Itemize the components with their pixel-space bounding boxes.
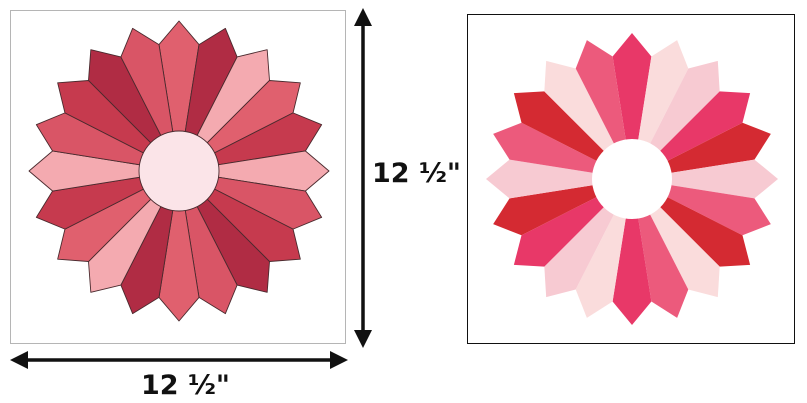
petal-wedge: [612, 33, 652, 160]
vertical-dimension-arrow: [354, 8, 372, 348]
petal-wedge: [493, 122, 615, 176]
dresden-plate-fabric-photo: [486, 33, 778, 325]
petal-wedge: [486, 159, 613, 199]
petal-wedge: [649, 122, 771, 176]
petal-wedge: [575, 196, 629, 318]
petal-wedge: [646, 188, 751, 267]
petal-wedge: [641, 60, 720, 165]
plate-center-circle: [592, 139, 672, 219]
petal-wedge: [544, 60, 623, 165]
horizontal-dimension-arrow: [10, 351, 348, 369]
drawn-block-panel: [10, 10, 346, 344]
petal-wedge: [513, 188, 618, 267]
petal-wedge: [646, 91, 751, 170]
petal-wedge: [493, 182, 615, 236]
dresden-plate-drawing: [28, 20, 330, 322]
petal-wedge: [635, 196, 689, 318]
petal-wedge: [513, 91, 618, 170]
petal-wedge: [575, 40, 629, 162]
petal-wedge: [641, 193, 720, 298]
petal-wedge: [635, 40, 689, 162]
plate-center-circle: [138, 130, 220, 212]
height-dimension-label: 12 ½": [372, 158, 461, 189]
petal-wedge: [651, 159, 778, 199]
width-dimension-label: 12 ½": [141, 370, 230, 401]
fabric-block-panel: [467, 14, 795, 344]
petal-wedge: [612, 198, 652, 325]
petal-wedge: [544, 193, 623, 298]
petal-wedge: [649, 182, 771, 236]
